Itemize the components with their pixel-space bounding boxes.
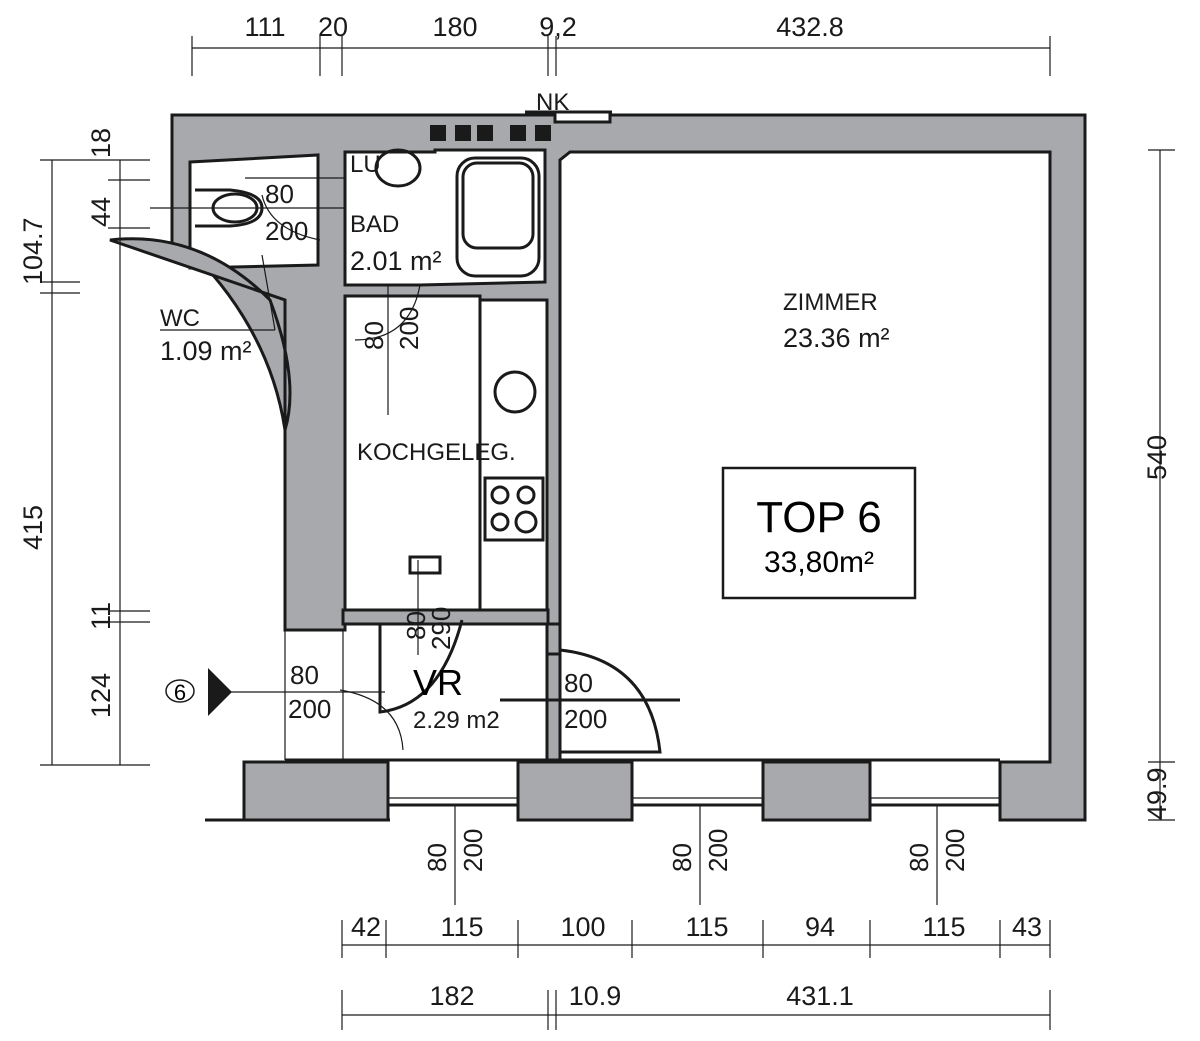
- dim-top-5: 432.8: [776, 12, 844, 42]
- door-zimmer-width: 80: [564, 668, 593, 698]
- dim-bottom1-3: 100: [560, 912, 605, 942]
- dim-bottom1-2: 115: [440, 912, 483, 942]
- washbasin-icon: [374, 148, 422, 188]
- bottom-dimension-chain-2: 182 10.9 431.1: [341, 981, 1051, 1030]
- door-kitchen-width: 80: [401, 611, 431, 640]
- shaft-ducts: NK: [430, 89, 612, 141]
- window2-width: 80: [667, 843, 697, 872]
- shaft-label: NK: [536, 89, 569, 116]
- stove-icon: [483, 476, 545, 542]
- dim-right-1: 540: [1142, 435, 1172, 480]
- door-bad-width: 80: [359, 321, 389, 350]
- door-zimmer-height: 200: [564, 704, 607, 734]
- entrance-arrow-icon: [208, 668, 232, 716]
- fuse-box-icon: [408, 555, 442, 575]
- dim-left-6: 124: [86, 673, 116, 718]
- dim-bottom1-7: 43: [1012, 912, 1042, 942]
- room-name-kochgeleg: KOCHGELEG.: [357, 439, 516, 466]
- door-wc-height: 200: [265, 216, 308, 246]
- window3-height: 200: [940, 829, 970, 872]
- dim-bottom2-3: 431.1: [786, 981, 854, 1011]
- unit-label-box: TOP 6 33,80m²: [721, 466, 917, 600]
- window3-width: 80: [904, 843, 934, 872]
- window1-width: 80: [422, 843, 452, 872]
- door-entrance-width: 80: [290, 660, 319, 690]
- dim-bottom1-1: 42: [351, 912, 381, 942]
- dim-left-4: 415: [18, 505, 48, 550]
- dim-left-5: 11: [86, 602, 116, 630]
- door-wc-width: 80: [265, 179, 294, 209]
- room-area-zimmer: 23.36 m²: [783, 323, 890, 353]
- window1-height: 200: [458, 829, 488, 872]
- dim-top-3: 180: [432, 12, 477, 42]
- right-dimension-chain: 540 49.9: [1142, 149, 1175, 821]
- left-dimension-chain: 18 44 104.7 415 11 124: [18, 128, 150, 766]
- dim-bottom2-2: 10.9: [569, 981, 622, 1011]
- room-area-vr: 2.29 m2: [413, 707, 500, 734]
- door-entrance-height: 200: [288, 694, 331, 724]
- room-name-zimmer: ZIMMER: [783, 289, 878, 316]
- dim-left-3: 104.7: [18, 217, 48, 285]
- door-bad-height: 200: [394, 307, 424, 350]
- fixtures: [195, 148, 545, 575]
- door-swings: [150, 177, 938, 905]
- dim-top-4: 9,2: [539, 12, 577, 42]
- room-name-bad: BAD: [350, 211, 399, 238]
- bottom-dimension-chain-1: 42 115 100 115 94 115 43: [341, 912, 1051, 958]
- entrance-marker: 6: [165, 668, 232, 716]
- dim-left-1: 18: [86, 128, 116, 158]
- window2-height: 200: [703, 829, 733, 872]
- walls: [109, 113, 1087, 822]
- dim-bottom1-5: 94: [805, 912, 835, 942]
- door-kitchen-height: 290: [426, 607, 456, 650]
- dim-left-2: 44: [86, 197, 116, 227]
- sink-icon: [493, 370, 537, 414]
- unit-title: TOP 6: [756, 493, 882, 542]
- vent-label: LU: [350, 151, 381, 178]
- dim-right-2: 49.9: [1142, 767, 1172, 820]
- dim-top-2: 20: [318, 12, 348, 42]
- top-dimension-chain: 111 20 180 9,2 432.8: [191, 12, 1051, 76]
- entrance-number: 6: [174, 680, 186, 705]
- dim-top-1: 111: [244, 12, 285, 42]
- dim-bottom1-4: 115: [685, 912, 728, 942]
- room-area-wc: 1.09 m²: [160, 336, 252, 366]
- unit-area: 33,80m²: [764, 546, 874, 579]
- dim-bottom1-6: 115: [922, 912, 965, 942]
- dim-bottom2-1: 182: [429, 981, 474, 1011]
- bathtub-icon: [455, 156, 541, 278]
- room-area-bad: 2.01 m²: [350, 246, 442, 276]
- room-name-wc: WC: [160, 305, 200, 332]
- room-name-vr: VR: [413, 662, 463, 703]
